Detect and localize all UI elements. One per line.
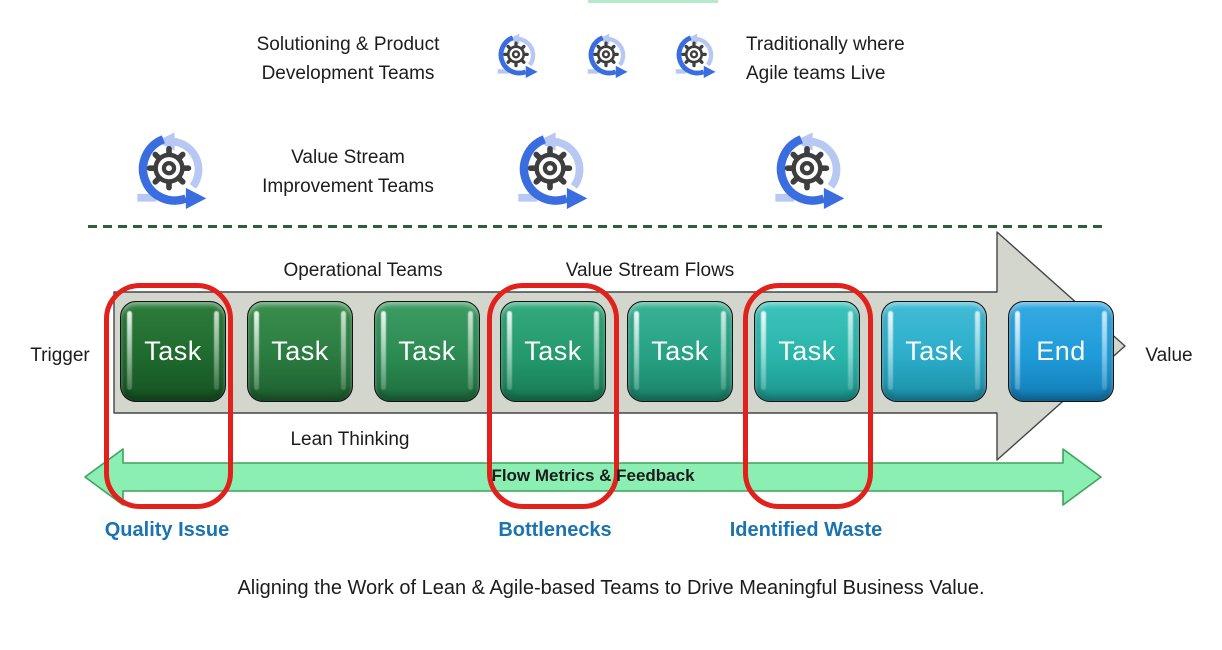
agile-teams-note-line2: Agile teams Live: [746, 63, 886, 84]
task-label: Task: [524, 336, 582, 366]
cropped-top-graphic: [588, 0, 718, 3]
flow-metrics-label: Flow Metrics & Feedback: [491, 466, 695, 485]
end-box: End: [1008, 301, 1114, 402]
separator-dashed-line: [88, 225, 1102, 228]
operational-teams-label: Operational Teams: [283, 260, 443, 281]
task-box: Task: [247, 301, 353, 402]
task-label: Task: [778, 336, 836, 366]
end-label: End: [1036, 336, 1086, 366]
improvement-teams-label-line2: Improvement Teams: [262, 176, 434, 197]
highlight-bottlenecks: [487, 283, 619, 509]
trigger-label: Trigger: [30, 345, 90, 366]
product-teams-label-line1: Solutioning & Product: [256, 34, 440, 55]
task-label: Task: [144, 336, 202, 366]
bottlenecks-label: Bottlenecks: [498, 519, 612, 541]
task-box: Task: [881, 301, 987, 402]
lean-thinking-label: Lean Thinking: [290, 429, 410, 450]
agile-teams-note: Traditionally where Agile teams Live: [746, 30, 905, 88]
highlight-quality-issue: [104, 283, 233, 509]
identified-waste-label: Identified Waste: [729, 519, 883, 541]
highlight-identified-waste: [743, 283, 873, 509]
task-label: Task: [651, 336, 709, 366]
task-label: Task: [398, 336, 456, 366]
quality-issue-label: Quality Issue: [104, 519, 230, 541]
diagram-caption: Aligning the Work of Lean & Agile-based …: [237, 577, 985, 599]
value-stream-flows-label: Value Stream Flows: [565, 260, 735, 281]
task-box: Task: [374, 301, 480, 402]
agile-teams-note-line1: Traditionally where: [746, 34, 905, 55]
task-label: Task: [905, 336, 963, 366]
task-label: Task: [271, 336, 329, 366]
value-label: Value: [1145, 345, 1193, 366]
product-teams-label: Solutioning & Product Development Teams: [228, 30, 468, 88]
task-box: Task: [627, 301, 733, 402]
improvement-teams-label: Value Stream Improvement Teams: [238, 143, 458, 201]
improvement-teams-label-line1: Value Stream: [291, 147, 405, 168]
product-teams-label-line2: Development Teams: [261, 63, 435, 84]
